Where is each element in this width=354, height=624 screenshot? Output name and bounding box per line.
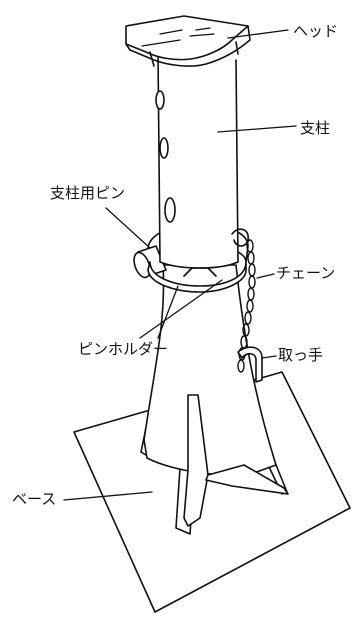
label-chain: チェーン: [276, 264, 336, 282]
label-column-pin: 支柱用ピン: [50, 184, 126, 202]
label-handle: 取っ手: [278, 346, 324, 364]
leader-handle: [261, 355, 277, 359]
label-base: ベース: [12, 490, 57, 508]
leader-base: [63, 491, 153, 501]
leader-lines: [63, 29, 297, 501]
label-column: 支柱: [300, 119, 331, 137]
chain: [237, 239, 256, 373]
leader-holder-2: [157, 285, 179, 339]
pin-holder-notch: [183, 267, 217, 277]
leader-head: [227, 29, 289, 39]
leader-holder-1: [139, 279, 223, 339]
head-saddle: [125, 15, 251, 67]
label-pin-holder: ピンホルダー: [78, 340, 169, 358]
upper-column: [157, 51, 239, 269]
carry-handle: [237, 346, 263, 383]
leader-column: [217, 125, 297, 133]
leg-front-center: [183, 394, 209, 527]
label-head: ヘッド: [293, 22, 339, 40]
leader-chain: [256, 273, 275, 279]
pin-holder-clip: [231, 228, 249, 247]
column-holes: [155, 90, 176, 223]
leader-pin: [105, 207, 151, 249]
pin-holder-ring-front: [147, 261, 247, 293]
leg-front-right: [205, 464, 289, 495]
